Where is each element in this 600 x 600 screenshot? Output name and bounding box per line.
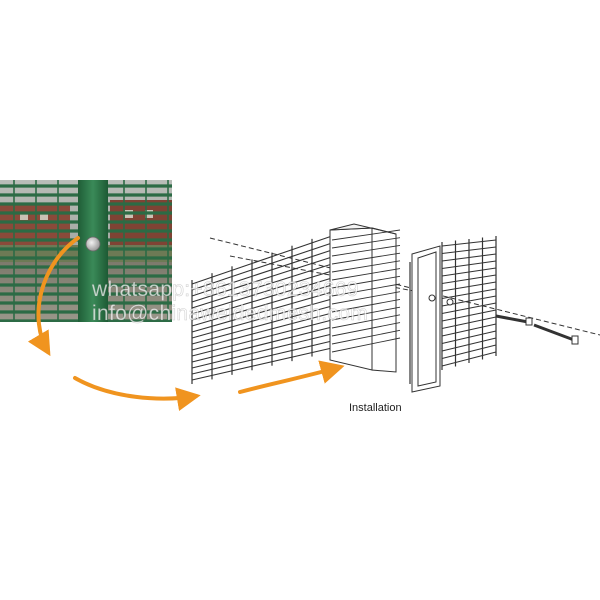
mesh-wire bbox=[191, 249, 333, 297]
mesh-wire bbox=[331, 229, 401, 241]
clamp-bolt bbox=[85, 236, 101, 252]
fence-closeup-photo bbox=[0, 180, 172, 322]
mesh-wire bbox=[331, 283, 401, 297]
mesh-wire bbox=[331, 298, 401, 313]
mesh-wire bbox=[191, 263, 333, 309]
curved-arrow-icon bbox=[73, 376, 201, 411]
mesh-wire bbox=[191, 333, 333, 369]
mesh-wire bbox=[331, 237, 401, 249]
mesh-wire bbox=[331, 244, 401, 257]
mesh-panel-right bbox=[409, 236, 497, 384]
installation-drawing bbox=[191, 223, 600, 393]
security-bolts bbox=[428, 294, 579, 345]
mesh-wire bbox=[191, 312, 333, 351]
mesh-wire bbox=[191, 298, 333, 339]
mesh-wire bbox=[331, 252, 401, 265]
mesh-wire bbox=[191, 319, 333, 357]
mesh-wire bbox=[191, 305, 333, 345]
mesh-wire bbox=[331, 268, 401, 281]
mesh-wire bbox=[331, 329, 401, 345]
mesh-wire bbox=[191, 242, 333, 291]
mesh-wire bbox=[331, 337, 401, 353]
mesh-wire bbox=[191, 235, 333, 285]
watermark-whatsapp: whatsapp:+8613730234669 bbox=[91, 278, 359, 301]
mesh-wire bbox=[331, 314, 401, 329]
mesh-wire bbox=[331, 306, 401, 321]
square-post bbox=[329, 223, 397, 373]
mesh-wire bbox=[191, 270, 333, 315]
watermark-email: info@chinaweldedmesh.com bbox=[92, 302, 368, 325]
mesh-wire bbox=[331, 260, 401, 273]
orange-arrows bbox=[27, 236, 345, 411]
installation-label: Installation bbox=[349, 402, 402, 414]
curved-arrow-icon bbox=[27, 236, 80, 357]
mesh-wires-over-post bbox=[331, 229, 401, 353]
alignment-line bbox=[209, 237, 600, 336]
clamp-bar bbox=[411, 245, 441, 393]
watermark: whatsapp:+8613730234669 info@chinawelded… bbox=[91, 278, 368, 326]
mesh-wire bbox=[191, 291, 333, 333]
mesh-wire bbox=[191, 326, 333, 363]
mesh-wire bbox=[331, 322, 401, 337]
mesh-wire bbox=[331, 291, 401, 305]
mesh-wire bbox=[191, 284, 333, 327]
mesh-wire bbox=[191, 347, 333, 381]
mesh-wire bbox=[331, 275, 401, 289]
mesh-wire bbox=[191, 277, 333, 321]
mesh-wire bbox=[191, 340, 333, 375]
mesh-wire bbox=[191, 256, 333, 303]
curved-arrow-icon bbox=[238, 360, 345, 394]
